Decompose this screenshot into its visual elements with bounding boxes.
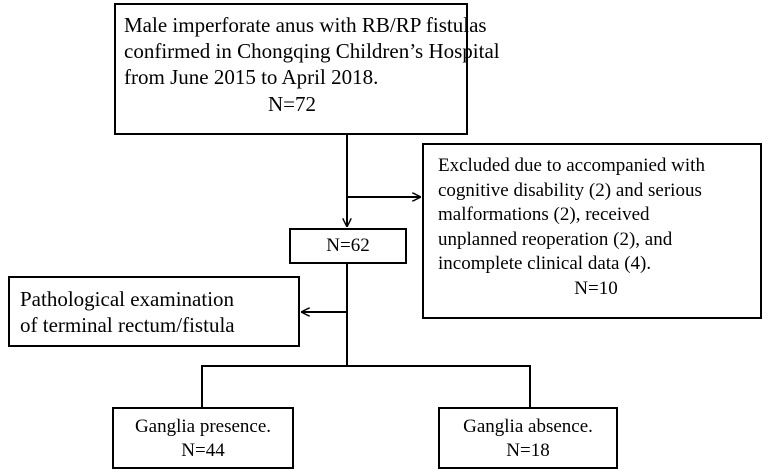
ganglia-absence-box: Ganglia absence. N=18: [438, 407, 618, 469]
enrollment-count: N=72: [267, 92, 316, 116]
excluded-line-4: unplanned reoperation (2), and: [438, 228, 673, 250]
pathology-line-2: of terminal rectum/fistula: [20, 313, 235, 337]
excluded-count: N=10: [574, 277, 618, 299]
excluded-line-1: Excluded due to accompanied with: [438, 155, 705, 176]
ganglia-absence-count: N=18: [506, 440, 550, 461]
pathology-line-1: Pathological examination: [20, 287, 235, 311]
excluded-line-2: cognitive disability (2) and serious: [438, 179, 702, 201]
ganglia-presence-box: Ganglia presence. N=44: [112, 407, 294, 469]
included-count: N=62: [326, 235, 370, 256]
included-count-box: N=62: [289, 228, 407, 264]
pathology-box: Pathological examination of terminal rec…: [8, 276, 300, 347]
ganglia-presence-label: Ganglia presence.: [134, 416, 272, 437]
excluded-line-5: incomplete clinical data (4).: [438, 253, 652, 274]
enrollment-line-3: from June 2015 to April 2018.: [124, 65, 379, 89]
enrollment-line-1: Male imperforate anus with RB/RP fistula…: [124, 13, 487, 37]
enrollment-box: Male imperforate anus with RB/RP fistula…: [114, 3, 500, 135]
ganglia-absence-label: Ganglia absence.: [463, 416, 593, 437]
ganglia-presence-count: N=44: [181, 440, 225, 461]
excluded-line-3: malformations (2), received: [438, 204, 650, 225]
excluded-box: Excluded due to accompanied with cogniti…: [422, 143, 762, 319]
enrollment-line-2: confirmed in Chongqing Children’s Hospit…: [124, 39, 500, 63]
